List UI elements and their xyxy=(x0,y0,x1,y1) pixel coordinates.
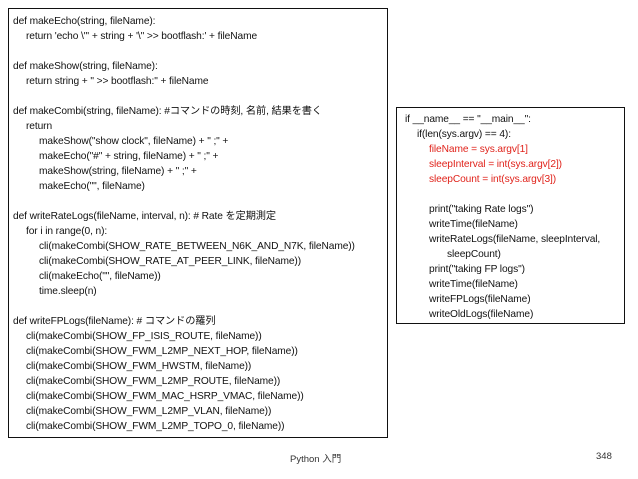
code-line: cli(makeCombi(SHOW_FWM_L2MP_ROUTE, fileN… xyxy=(26,376,281,387)
page-number: 348 xyxy=(596,451,612,462)
code-line: def writeFPLogs(fileName): # コマンドの羅列 xyxy=(13,316,216,327)
code-line: time.sleep(n) xyxy=(39,286,97,297)
code-line: cli(makeCombi(SHOW_FWM_HWSTM, fileName)) xyxy=(26,361,252,372)
code-line: cli(makeCombi(SHOW_RATE_BETWEEN_N6K_AND_… xyxy=(39,241,355,252)
code-line: cli(makeCombi(SHOW_FWM_L2MP_NEXT_HOP, fi… xyxy=(26,346,298,357)
code-line-highlighted: sleepInterval = int(sys.argv[2]) xyxy=(429,159,562,170)
code-line: writeTime(fileName) xyxy=(429,219,518,230)
code-line: cli(makeCombi(SHOW_FWM_L2MP_VLAN, fileNa… xyxy=(26,406,272,417)
code-line-highlighted: fileName = sys.argv[1] xyxy=(429,144,528,155)
code-line: def makeCombi(string, fileName): #コマンドの時… xyxy=(13,106,322,117)
code-line: def makeShow(string, fileName): xyxy=(13,61,158,72)
code-line: makeEcho("", fileName) xyxy=(39,181,145,192)
footer-title: Python 入門 xyxy=(290,454,342,465)
code-line: cli(makeCombi(SHOW_FWM_L2MP_TOPO_0, file… xyxy=(26,421,285,432)
code-line: writeOldLogs(fileName) xyxy=(429,309,534,320)
code-line: makeEcho("#" + string, fileName) + " ;" … xyxy=(39,151,219,162)
code-line: return xyxy=(26,121,53,132)
code-line: sleepCount) xyxy=(447,249,501,260)
code-line: def writeRateLogs(fileName, interval, n)… xyxy=(13,211,276,222)
code-line: if __name__ == "__main__": xyxy=(405,114,531,125)
code-line: writeTime(fileName) xyxy=(429,279,518,290)
code-line: writeRateLogs(fileName, sleepInterval, xyxy=(429,234,601,245)
code-line: cli(makeCombi(SHOW_RATE_AT_PEER_LINK, fi… xyxy=(39,256,302,267)
code-line: for i in range(0, n): xyxy=(26,226,108,237)
code-line-highlighted: sleepCount = int(sys.argv[3]) xyxy=(429,174,557,185)
code-line: return string + " >> bootflash:" + fileN… xyxy=(26,76,209,87)
code-line: writeFPLogs(fileName) xyxy=(429,294,531,305)
code-line: if(len(sys.argv) == 4): xyxy=(417,129,511,140)
code-line: makeShow(string, fileName) + " ;" + xyxy=(39,166,197,177)
left-code-box: def makeEcho(string, fileName): return '… xyxy=(8,8,388,438)
code-line: return 'echo \"' + string + '\" >> bootf… xyxy=(26,31,258,42)
code-line: cli(makeCombi(SHOW_FWM_MAC_HSRP_VMAC, fi… xyxy=(26,391,304,402)
code-line: print("taking Rate logs") xyxy=(429,204,534,215)
code-line: cli(makeCombi(SHOW_FP_ISIS_ROUTE, fileNa… xyxy=(26,331,262,342)
code-line: def makeEcho(string, fileName): xyxy=(13,16,156,27)
code-line: cli(makeEcho("", fileName)) xyxy=(39,271,161,282)
right-code-box: if __name__ == "__main__": if(len(sys.ar… xyxy=(396,107,625,324)
code-line: print("taking FP logs") xyxy=(429,264,525,275)
code-line: makeShow("show clock", fileName) + " ;" … xyxy=(39,136,229,147)
